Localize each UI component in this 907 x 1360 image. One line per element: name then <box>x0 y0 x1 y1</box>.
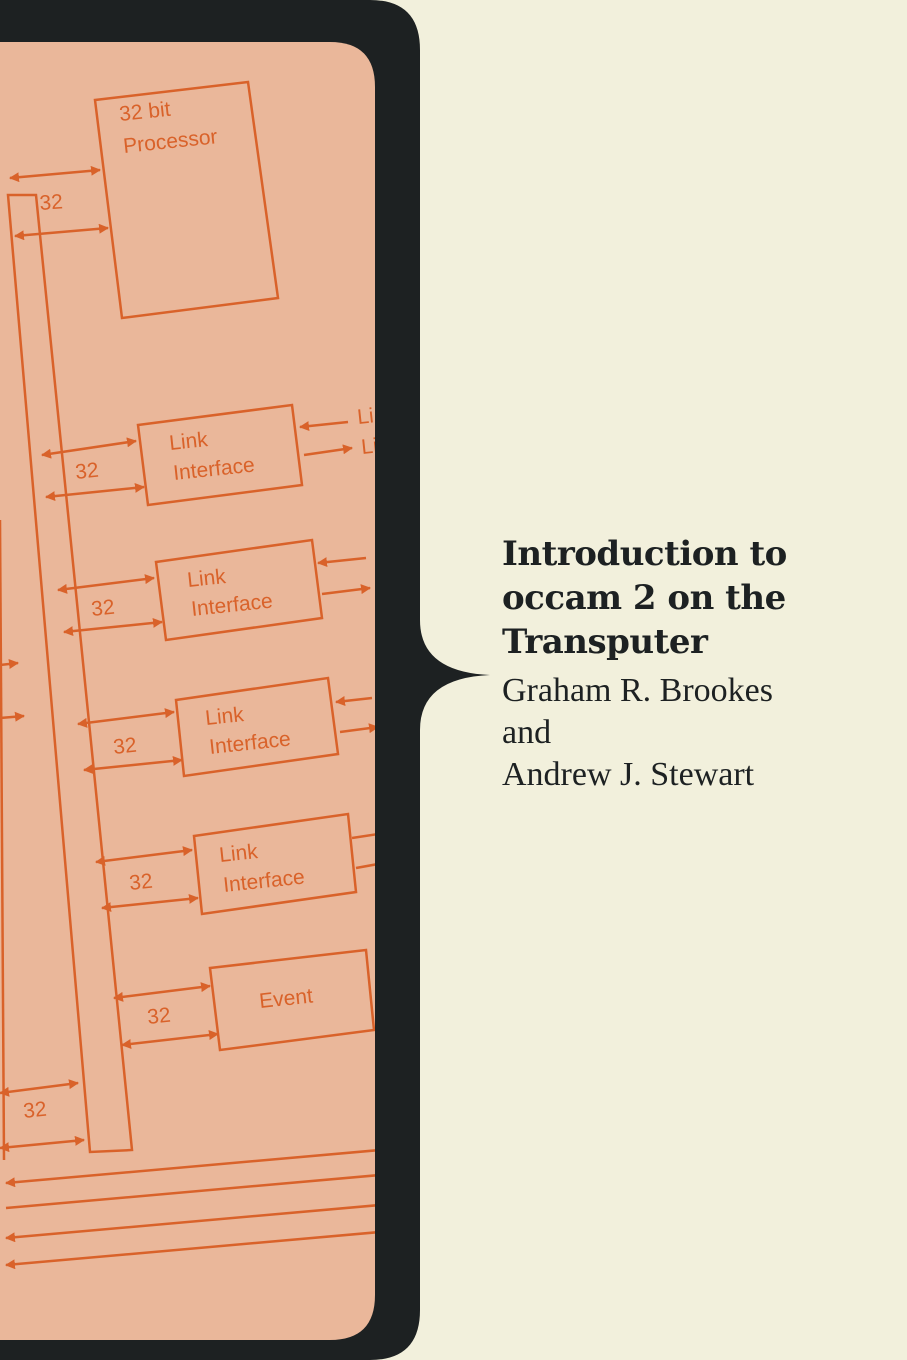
book-title-line-3: Transputer <box>502 622 708 662</box>
link-label-1-line1: Link <box>168 428 209 455</box>
link-edge-label-2: Li <box>360 434 379 459</box>
link-edge-label-1: Li <box>356 404 375 429</box>
link-interface-block-4 <box>192 812 358 916</box>
diagram-panel <box>0 42 375 1340</box>
main-bus <box>6 193 134 1154</box>
link-interface-block-3 <box>174 676 340 778</box>
bus-width-label-event: 32 <box>146 1004 172 1029</box>
processor-block <box>93 80 280 320</box>
bus-width-label-link4: 32 <box>128 870 154 895</box>
title-block: Introduction to occam 2 on the Transpute… <box>502 532 892 796</box>
bus-width-label-processor: 32 <box>39 190 64 215</box>
link-label-4-line1: Link <box>218 840 259 867</box>
bus-width-label-bottom: 32 <box>22 1098 48 1123</box>
authors: Graham R. Brookes and Andrew J. Stewart <box>502 670 892 796</box>
author-second: Andrew J. Stewart <box>502 756 755 793</box>
processor-label-line1: 32 bit <box>118 98 172 126</box>
book-title-line-1: Introduction to <box>502 534 787 574</box>
book-title-line-2: occam 2 on the <box>502 578 786 618</box>
bus-width-label-link1: 32 <box>74 459 100 484</box>
author-first: Graham R. Brookes <box>502 672 774 709</box>
event-label: Event <box>258 984 314 1013</box>
bus-width-label-link2: 32 <box>90 596 116 621</box>
author-conjunction: and <box>502 714 552 751</box>
bus-width-label-link3: 32 <box>112 734 138 759</box>
link-label-3-line1: Link <box>204 703 245 730</box>
link-interface-block-2 <box>154 538 324 642</box>
link-interface-block-1 <box>136 403 304 507</box>
event-block <box>208 948 375 1052</box>
link-label-2-line1: Link <box>186 565 227 592</box>
